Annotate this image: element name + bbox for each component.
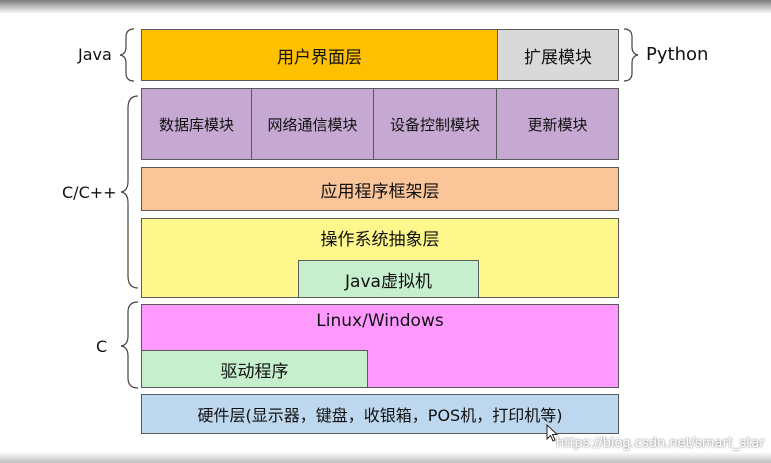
label-c: C: [96, 337, 108, 356]
label-python: Python: [646, 44, 709, 65]
brace-c: [120, 301, 139, 389]
network-module: 网络通信模块: [251, 88, 374, 160]
hardware-layer: 硬件层(显示器，键盘，收银箱，POS机，打印机等): [141, 394, 619, 434]
framework-layer: 应用程序框架层: [141, 167, 619, 211]
device-control-module: 设备控制模块: [373, 88, 497, 160]
label-c-cpp: C/C++: [62, 183, 117, 202]
watermark-text: https://blog.csdn.net/smart_star: [556, 436, 765, 451]
driver-box: 驱动程序: [141, 350, 368, 388]
extension-module: 扩展模块: [497, 29, 619, 81]
database-module: 数据库模块: [141, 88, 252, 160]
brace-python: [623, 28, 639, 82]
ui-layer: 用户界面层: [141, 29, 498, 81]
brace-java: [119, 28, 135, 82]
bottom-shadow-bar: [0, 452, 771, 463]
mouse-cursor-icon: [546, 424, 559, 442]
brace-c-cpp: [120, 95, 139, 289]
top-shadow-bar: [0, 0, 771, 14]
label-java: Java: [78, 45, 112, 64]
jvm-box: Java虚拟机: [298, 260, 479, 298]
os-abstraction-label: 操作系统抽象层: [320, 230, 440, 250]
os-label: Linux/Windows: [316, 311, 444, 331]
update-module: 更新模块: [496, 88, 619, 160]
